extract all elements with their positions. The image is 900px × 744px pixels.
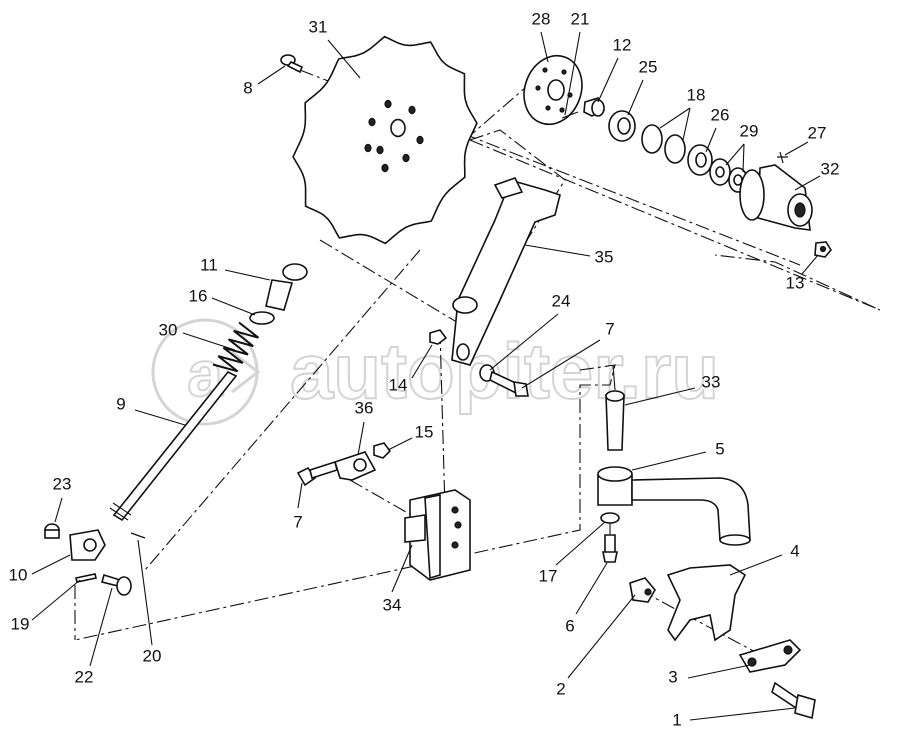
disc-hole xyxy=(364,143,372,153)
hub-32 xyxy=(739,164,813,231)
callout-7-upper: 7 xyxy=(605,319,614,338)
watermark-logo: a autopiter.ru xyxy=(151,318,720,426)
spring-30 xyxy=(212,321,260,373)
callout-26: 26 xyxy=(711,105,730,124)
plate-3 xyxy=(738,639,802,673)
bolt-8 xyxy=(280,54,304,74)
nut-14 xyxy=(429,329,448,345)
leader-lines xyxy=(31,31,821,721)
callout-19: 19 xyxy=(11,614,30,633)
washer-17 xyxy=(600,512,620,524)
disc-31 xyxy=(292,35,478,245)
support-5 xyxy=(597,466,751,546)
disc-hole xyxy=(381,163,389,173)
callout-32: 32 xyxy=(821,159,840,178)
circlips-18 xyxy=(641,124,686,164)
bolt-11 xyxy=(265,263,308,311)
bolt-6 xyxy=(602,534,618,563)
callout-14: 14 xyxy=(389,375,408,394)
grease-nipple-27 xyxy=(777,151,788,164)
watermark-text: autopiter.ru xyxy=(290,327,719,415)
callout-1: 1 xyxy=(672,710,681,729)
disc-hole xyxy=(376,145,384,155)
callout-17: 17 xyxy=(539,566,558,585)
callout-34: 34 xyxy=(383,595,402,614)
callout-6: 6 xyxy=(565,616,574,635)
disc-hole xyxy=(390,118,406,138)
pin-20 xyxy=(130,532,146,539)
pin-19 xyxy=(75,573,97,583)
callout-5: 5 xyxy=(715,439,724,458)
callout-21: 21 xyxy=(571,9,590,28)
nut-15 xyxy=(373,442,392,459)
bolt-22 xyxy=(101,573,132,596)
callout-3: 3 xyxy=(668,667,677,686)
callout-33: 33 xyxy=(702,372,721,391)
nut-13 xyxy=(814,241,832,258)
flange-28 xyxy=(523,54,583,126)
callout-7-lower: 7 xyxy=(293,512,302,531)
disc-hole xyxy=(416,135,424,145)
callout-29: 29 xyxy=(740,121,759,140)
callout-16: 16 xyxy=(189,286,208,305)
callout-15: 15 xyxy=(415,422,434,441)
arm-35 xyxy=(451,177,561,366)
bearing-26 xyxy=(687,144,713,176)
callout-8: 8 xyxy=(243,78,252,97)
spacers-29 xyxy=(709,158,748,193)
disc-hole xyxy=(384,99,392,109)
callout-28: 28 xyxy=(532,9,551,28)
bolt-7-lower xyxy=(296,460,338,487)
bolt-1 xyxy=(771,681,816,720)
callout-4: 4 xyxy=(790,541,799,560)
callout-31: 31 xyxy=(309,17,328,36)
bracket-34 xyxy=(404,489,471,581)
nut-12 xyxy=(583,97,606,117)
callout-12: 12 xyxy=(613,35,632,54)
callout-22: 22 xyxy=(75,667,94,686)
shaft-9 xyxy=(109,370,238,522)
disc-hole xyxy=(408,105,416,115)
callout-36: 36 xyxy=(355,398,374,417)
callout-11: 11 xyxy=(200,255,218,274)
clamp-36 xyxy=(334,451,377,481)
bushing-23 xyxy=(44,523,60,539)
callout-13: 13 xyxy=(786,273,805,292)
callout-23: 23 xyxy=(53,474,72,493)
disc-hole xyxy=(402,153,410,163)
callout-9: 9 xyxy=(116,394,125,413)
callout-labels: 31 8 28 21 12 25 18 26 29 27 32 13 35 11… xyxy=(9,9,840,729)
callout-27: 27 xyxy=(808,123,827,142)
bracket-4 xyxy=(666,564,747,642)
washer-16 xyxy=(249,311,275,325)
callout-10: 10 xyxy=(9,565,28,584)
callout-2: 2 xyxy=(556,679,565,698)
callout-24: 24 xyxy=(552,291,571,310)
callout-20: 20 xyxy=(143,646,162,665)
pin-21 xyxy=(561,111,579,119)
callout-30: 30 xyxy=(159,320,178,339)
disc-hole xyxy=(368,117,376,127)
callout-18: 18 xyxy=(687,85,706,104)
clamp-10 xyxy=(69,529,106,561)
bearing-25 xyxy=(608,110,636,142)
bolt-7-upper xyxy=(489,370,529,397)
callout-25: 25 xyxy=(639,57,658,76)
nut-2 xyxy=(629,577,656,603)
pin-33 xyxy=(605,364,625,451)
callout-35: 35 xyxy=(595,247,614,266)
